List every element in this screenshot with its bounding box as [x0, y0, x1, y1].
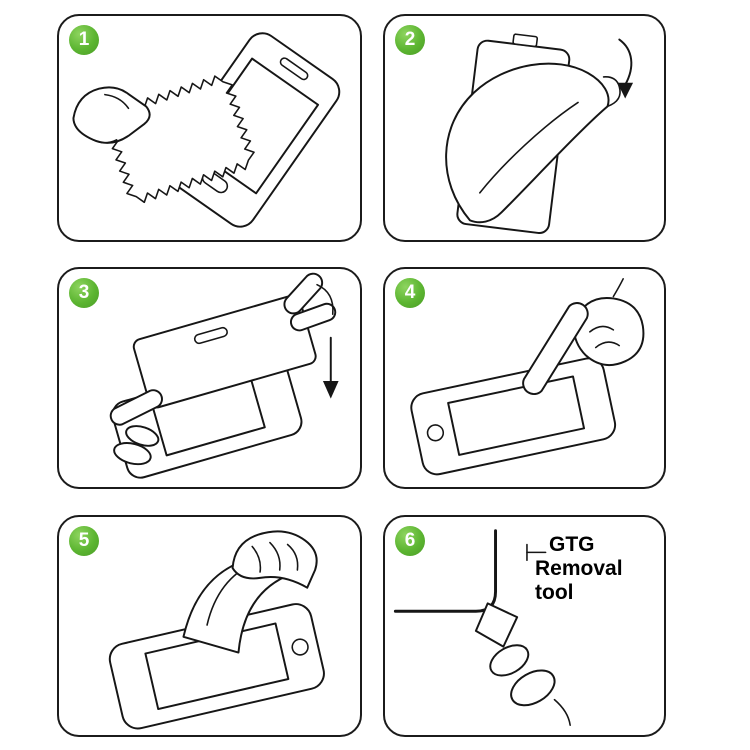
peel-direction-arrow-icon: [617, 38, 634, 99]
smooth-with-card-illustration: [108, 530, 325, 730]
hand: [231, 530, 318, 589]
corner-removal-tool-illustration: [393, 529, 571, 726]
step-2-number-badge: 2: [395, 25, 425, 55]
press-screen-with-finger-illustration: [410, 278, 645, 476]
left-hand: [109, 389, 163, 466]
peel-backing-film-illustration: [445, 33, 634, 234]
step-2-panel: 2: [383, 14, 666, 242]
removal-tool-label: GTG Removal tool: [535, 533, 664, 605]
label-leader-line: [526, 543, 547, 561]
phone-outline: [410, 357, 617, 476]
removal-tool-label-line2: Removal tool: [535, 557, 623, 605]
phone-outline: [108, 603, 325, 730]
removal-tool-label-line1: GTG: [549, 533, 595, 556]
step-5-number-badge: 5: [69, 526, 99, 556]
hand: [72, 86, 151, 144]
step-3-panel: 3: [57, 267, 362, 489]
pinching-fingers: [489, 644, 571, 726]
step-4-number-badge: 4: [395, 278, 425, 308]
step-6-number-badge: 6: [395, 526, 425, 556]
align-glass-over-phone-illustration: [109, 272, 339, 479]
pressing-hand: [522, 278, 645, 396]
step-1-panel: 1: [57, 14, 362, 242]
wipe-phone-with-cloth-illustration: [72, 32, 341, 228]
step-3-number-badge: 3: [69, 278, 99, 308]
step-4-panel: 4: [383, 267, 666, 489]
right-hand: [283, 272, 337, 332]
step-1-number-badge: 1: [69, 25, 99, 55]
step-5-panel: 5: [57, 515, 362, 737]
peeling-film: [445, 62, 621, 224]
down-arrow-icon: [322, 336, 339, 399]
step-6-panel: 6 GTG Removal tool: [383, 515, 666, 737]
removal-tool: [474, 602, 519, 648]
